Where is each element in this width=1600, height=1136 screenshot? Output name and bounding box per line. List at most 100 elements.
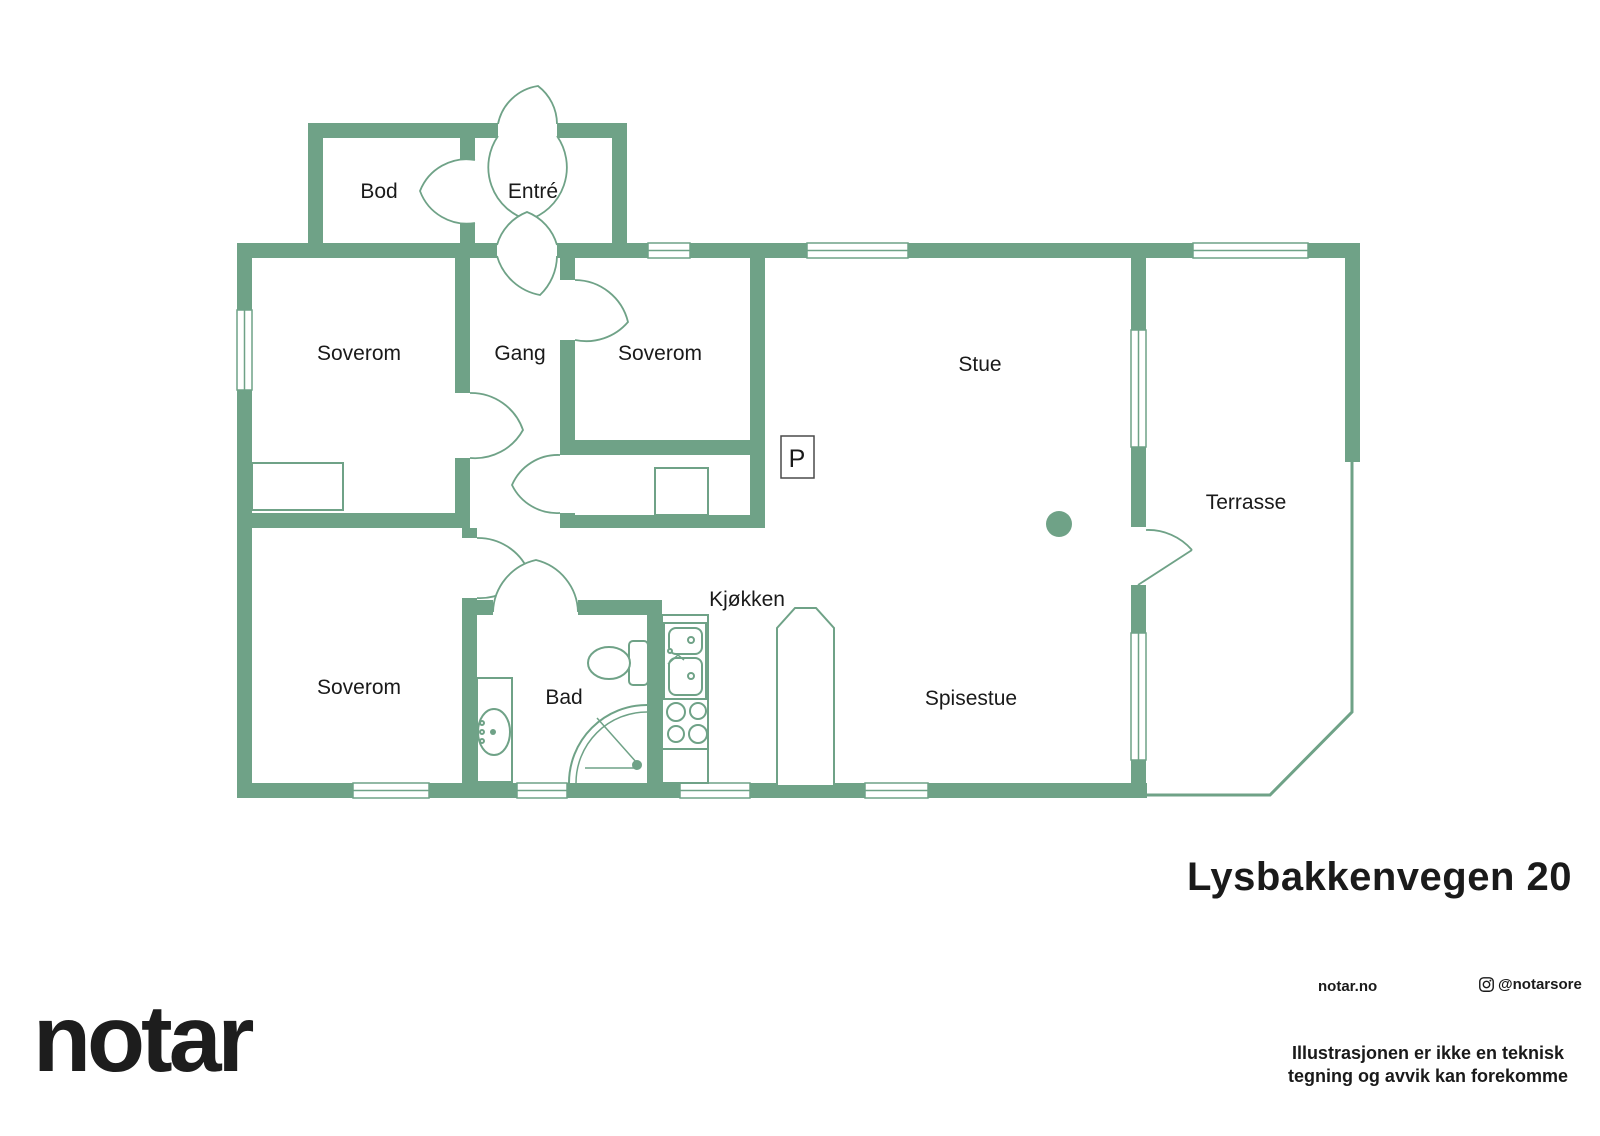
room-labels: Bod Entré Soverom Gang Soverom Stue Terr… — [317, 180, 1286, 710]
notar-logo: notar — [33, 986, 254, 1092]
stove-burner — [689, 702, 707, 720]
wall — [560, 258, 575, 280]
door-arc-entrance-out — [497, 85, 558, 125]
wall — [928, 783, 1147, 798]
door-arc-closet-nook — [511, 454, 561, 514]
room-label-kjokken: Kjøkken — [709, 588, 785, 611]
instagram-icon — [1478, 976, 1495, 993]
window — [1130, 632, 1147, 761]
wall — [237, 243, 497, 258]
kitchen-faucet — [667, 654, 685, 665]
walls — [237, 123, 1360, 798]
window — [1130, 329, 1147, 448]
stove-burner — [667, 725, 685, 743]
stove-burner — [666, 702, 686, 722]
door-arc-entre-gang-up — [496, 211, 558, 246]
terrace-railing — [1146, 462, 1354, 797]
door-arc-soverom-1 — [469, 392, 524, 460]
wall — [567, 783, 680, 798]
room-label-stue: Stue — [958, 353, 1001, 376]
room-label-soverom-2: Soverom — [618, 342, 702, 365]
sink-drain-dot — [490, 729, 496, 735]
door-arc-entrance-in — [487, 135, 568, 221]
sink-tap-dot — [479, 738, 485, 744]
shower-arm — [596, 717, 638, 764]
fireplace-marker-box — [780, 435, 815, 479]
sink-tap-dot — [479, 720, 485, 726]
room-label-terrasse: Terrasse — [1206, 491, 1287, 514]
wall — [1345, 258, 1360, 462]
disclaimer-text: Illustrasjonen er ikke en teknisk tegnin… — [1278, 1042, 1578, 1087]
door-arc-terrasse — [1145, 529, 1193, 551]
window — [352, 782, 430, 799]
room-label-bad: Bad — [545, 686, 582, 709]
room-label-spisestue: Spisestue — [925, 687, 1017, 710]
address-title: Lysbakkenvegen 20 — [1186, 855, 1572, 899]
wall — [308, 138, 323, 243]
kitchen-sink-basin-small — [668, 627, 703, 655]
wall — [460, 223, 475, 243]
fixtures: P — [251, 435, 1072, 787]
room-label-soverom-3: Soverom — [317, 676, 401, 699]
shower-symbol — [568, 704, 648, 784]
kitchen-tap-dot — [687, 636, 695, 644]
door-leaf-terrasse — [1137, 549, 1193, 586]
wall — [429, 783, 517, 798]
wall — [455, 458, 470, 513]
window — [516, 782, 568, 799]
wall — [557, 243, 648, 258]
windows — [236, 242, 1309, 799]
wall — [1131, 760, 1146, 798]
wall — [612, 138, 627, 243]
wall — [560, 515, 765, 528]
door-arc-bod — [419, 158, 476, 225]
kitchen-sink-basin-large — [668, 657, 703, 696]
wall — [647, 615, 662, 783]
fireplace-marker-label: P — [789, 445, 806, 473]
wall — [1131, 258, 1146, 330]
wall — [908, 243, 1193, 258]
window — [647, 242, 691, 259]
chimney-dot — [1046, 511, 1072, 537]
wall — [308, 123, 498, 138]
wall — [462, 598, 477, 783]
wall — [1131, 585, 1146, 633]
stove-burner — [688, 724, 708, 744]
window — [806, 242, 909, 259]
wall — [560, 340, 575, 450]
wall — [750, 258, 765, 527]
shower-drain-dot — [632, 760, 642, 770]
doors — [419, 85, 1193, 613]
sink-tap-dot — [479, 729, 485, 735]
window — [864, 782, 929, 799]
window — [1192, 242, 1309, 259]
wall — [455, 258, 470, 393]
instagram-handle: @notarsore — [1498, 976, 1582, 993]
wall — [237, 783, 353, 798]
toilet-bowl — [587, 646, 631, 680]
toilet-tank — [628, 640, 649, 686]
door-arc-bad — [492, 559, 579, 613]
closet-nook — [654, 467, 709, 516]
wall — [460, 138, 475, 162]
wall — [462, 600, 493, 615]
wall — [1308, 243, 1360, 258]
disclaimer-line-2: tegning og avvik kan forekomme — [1287, 1065, 1569, 1086]
door-arc-soverom-2 — [574, 279, 629, 343]
window — [679, 782, 751, 799]
wall — [557, 123, 627, 138]
wall — [1131, 447, 1146, 527]
disclaimer-line-1: Illustrasjonen er ikke en teknisk — [1291, 1043, 1565, 1063]
wall — [237, 513, 470, 528]
wall — [237, 258, 252, 310]
website-link: notar.no — [1318, 978, 1378, 995]
wall — [690, 243, 807, 258]
closet-soverom-1 — [251, 462, 344, 511]
room-label-bod: Bod — [360, 180, 397, 203]
room-label-entre: Entré — [508, 180, 558, 203]
door-arc-entre-gang-down — [496, 255, 558, 296]
shower-symbol-inner — [575, 711, 648, 784]
wall — [237, 390, 252, 798]
kitchen-island — [776, 607, 835, 787]
